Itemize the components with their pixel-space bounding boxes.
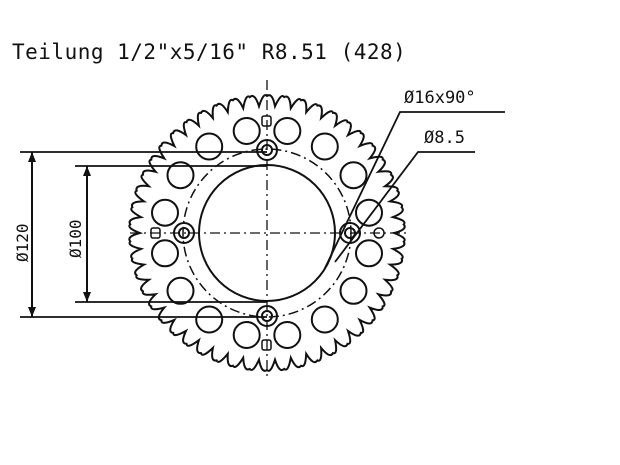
drawing-title: Teilung 1/2"x5/16" R8.51 (428) — [12, 40, 407, 64]
leader-countersink — [324, 111, 505, 269]
dim-label-120: Ø120 — [13, 223, 32, 262]
leader-hole — [334, 151, 475, 263]
dim-label-100: Ø100 — [66, 219, 85, 258]
lightening-holes — [151, 117, 383, 349]
countersink-callout: Ø16x90° — [404, 88, 476, 108]
hole-callout: Ø8.5 — [424, 128, 465, 148]
